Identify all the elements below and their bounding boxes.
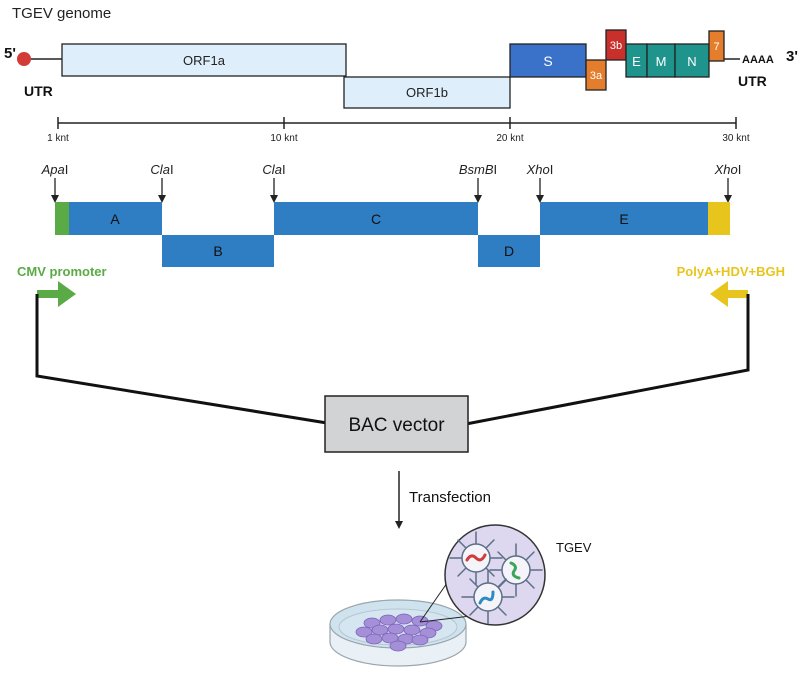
fragment-d [478,235,540,267]
virus-label: TGEV [556,540,592,555]
polya-tail-label: AAAA [742,54,774,66]
gene-orf1a [61,43,347,77]
gene-orf1b-label: ORF1b [406,85,448,100]
gene-m-label: M [656,54,667,69]
gene-e-label: E [632,54,641,69]
genome-map: 5' UTR ORF1a ORF1b S 3a 3b E M N 7 AAAA … [4,29,798,109]
fragment-map: A B C D E [55,202,730,267]
scale-tick-label: 10 knt [270,133,297,144]
promoter-block [55,202,69,235]
fragment-c-label: C [371,211,381,227]
gene-n [674,43,710,78]
virion-icon [449,531,503,585]
five-prime-end-label: 5' [4,45,16,62]
gene-n-label: N [687,54,696,69]
gene-7-label: 7 [713,41,719,53]
utr-right-label: UTR [738,73,767,89]
fragment-b-label: B [213,243,222,259]
diagram-title: TGEV genome [12,5,111,22]
gene-m [646,43,676,78]
restriction-site-label: XhoI [714,162,742,177]
fragment-e [540,202,708,235]
transfection-label: Transfection [409,489,491,506]
virion-icon [461,570,515,624]
restriction-site-label: ClaI [262,162,285,177]
terminator-arrow-icon [710,281,748,307]
vector-backbone-right [465,294,750,426]
vector-backbone-left [35,294,328,425]
promoter-arrow-icon [37,281,76,307]
gene-s-label: S [543,53,552,69]
restriction-site-label: BsmBI [459,162,497,177]
restriction-sites: ApaI ClaI ClaI BsmBI XhoI XhoI [41,162,742,203]
scale-tick-label: 20 knt [496,133,523,144]
fragment-a-label: A [110,211,120,227]
terminator-block [708,202,730,235]
gene-7 [708,30,725,62]
terminator-label: PolyA+HDV+BGH [677,264,785,279]
fragment-c [274,202,478,235]
cmv-promoter-label: CMV promoter [17,264,107,279]
gene-s [509,43,587,78]
bac-vector-box [324,395,469,453]
fragment-a [69,202,162,235]
restriction-site-label: XhoI [526,162,554,177]
cap-circle-icon [17,52,31,66]
restriction-site-label: ClaI [150,162,173,177]
gene-orf1b [343,76,511,109]
scale-bar: 1 knt 10 knt 20 knt 30 knt [47,117,750,144]
gene-3b-label: 3b [610,40,622,52]
restriction-site-label: ApaI [41,162,69,177]
fragment-b [162,235,274,267]
three-prime-end-label: 3' [786,48,798,65]
gene-3a-label: 3a [590,70,603,82]
fragment-e-label: E [619,211,628,227]
fragment-d-label: D [504,243,514,259]
petri-dish-icon [329,599,467,667]
scale-tick-label: 1 knt [47,133,69,144]
gene-3a [585,59,607,91]
gene-orf1a-label: ORF1a [183,53,226,68]
bac-vector-label: BAC vector [348,415,445,436]
utr-left-label: UTR [24,83,53,99]
virus-zoom-circle [444,524,546,626]
scale-tick-label: 30 knt [722,133,749,144]
